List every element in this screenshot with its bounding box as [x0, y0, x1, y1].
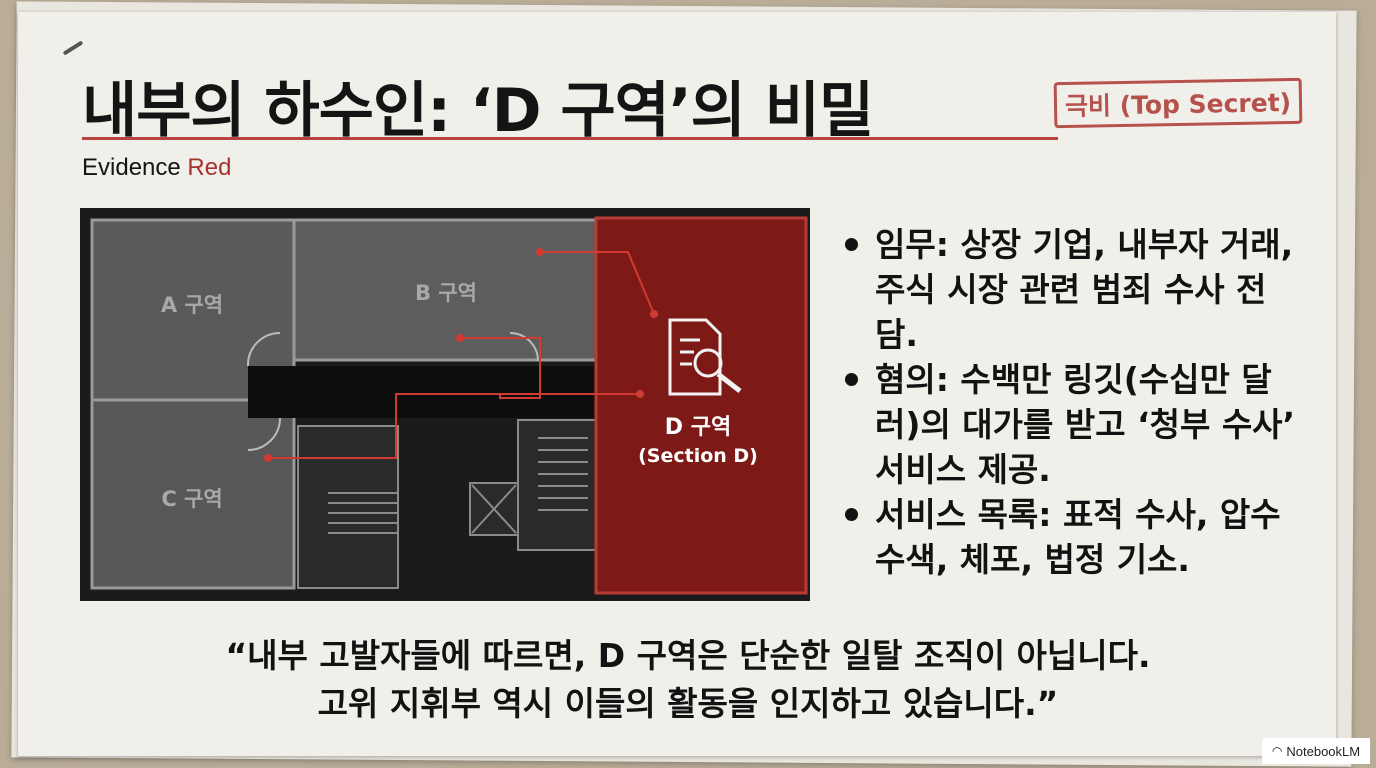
route-lines [268, 251, 655, 459]
floor-plan: A 구역 B 구역 C 구역 D 구역 (Section D) [80, 208, 810, 601]
corridor [248, 366, 628, 418]
brand-label: NotebookLM [1286, 743, 1361, 759]
bullet-dot [845, 508, 858, 521]
subtitle-accent: Red [187, 154, 232, 181]
title-underline [82, 137, 1058, 140]
elevator-shaft [469, 482, 519, 536]
bullet-services-text: 서비스 목록: 표적 수사, 압수수색, 체포, 법정 기소. [875, 495, 1281, 579]
top-secret-stamp: 극비 (Top Secret) [1053, 77, 1303, 129]
stairs-right [517, 419, 601, 551]
zone-c-label: C 구역 [161, 487, 222, 511]
quote-line-2: 고위 지휘부 역시 이들의 활동을 인지하고 있습니다.” [317, 684, 1059, 723]
bullet-mission: 임무: 상장 기업, 내부자 거래, 주식 시장 관련 범죄 수사 전담. [843, 222, 1303, 357]
bullet-dot [845, 238, 858, 251]
whistleblower-quote: “내부 고발자들에 따르면, D 구역은 단순한 일탈 조직이 아닙니다. 고위… [100, 632, 1276, 728]
bullet-allegation: 혐의: 수백만 링깃(수십만 달러)의 대가를 받고 ‘청부 수사’ 서비스 제… [843, 357, 1303, 492]
subtitle-prefix: Evidence [82, 154, 188, 181]
zone-a-label: A 구역 [161, 293, 223, 317]
zone-d [594, 216, 808, 595]
bullet-dot [845, 373, 858, 386]
bullet-services: 서비스 목록: 표적 수사, 압수수색, 체포, 법정 기소. [843, 492, 1303, 582]
page-title: 내부의 하수인: ‘D 구역’의 비밀 [82, 76, 874, 146]
mission-bullet-list: 임무: 상장 기업, 내부자 거래, 주식 시장 관련 범죄 수사 전담. 혐의… [843, 222, 1303, 582]
zone-d-label: D 구역 [665, 415, 731, 440]
quote-line-1: “내부 고발자들에 따르면, D 구역은 단순한 일탈 조직이 아닙니다. [225, 636, 1151, 675]
document-search-icon [668, 318, 742, 396]
zone-d-sublabel: (Section D) [638, 445, 758, 467]
notebooklm-icon: ◠ [1271, 744, 1283, 758]
bullet-mission-text: 임무: 상장 기업, 내부자 거래, 주식 시장 관련 범죄 수사 전담. [875, 225, 1294, 354]
floor-plan-drawing: A 구역 B 구역 C 구역 D 구역 (Section D) [80, 208, 810, 601]
zone-c [90, 398, 296, 590]
bullet-allegation-text: 혐의: 수백만 링깃(수십만 달러)의 대가를 받고 ‘청부 수사’ 서비스 제… [875, 360, 1296, 489]
stairs-left [297, 425, 399, 589]
notebooklm-badge: ◠ NotebookLM [1262, 738, 1370, 764]
subtitle: Evidence Red [82, 154, 231, 182]
zone-b-label: B 구역 [415, 281, 477, 305]
